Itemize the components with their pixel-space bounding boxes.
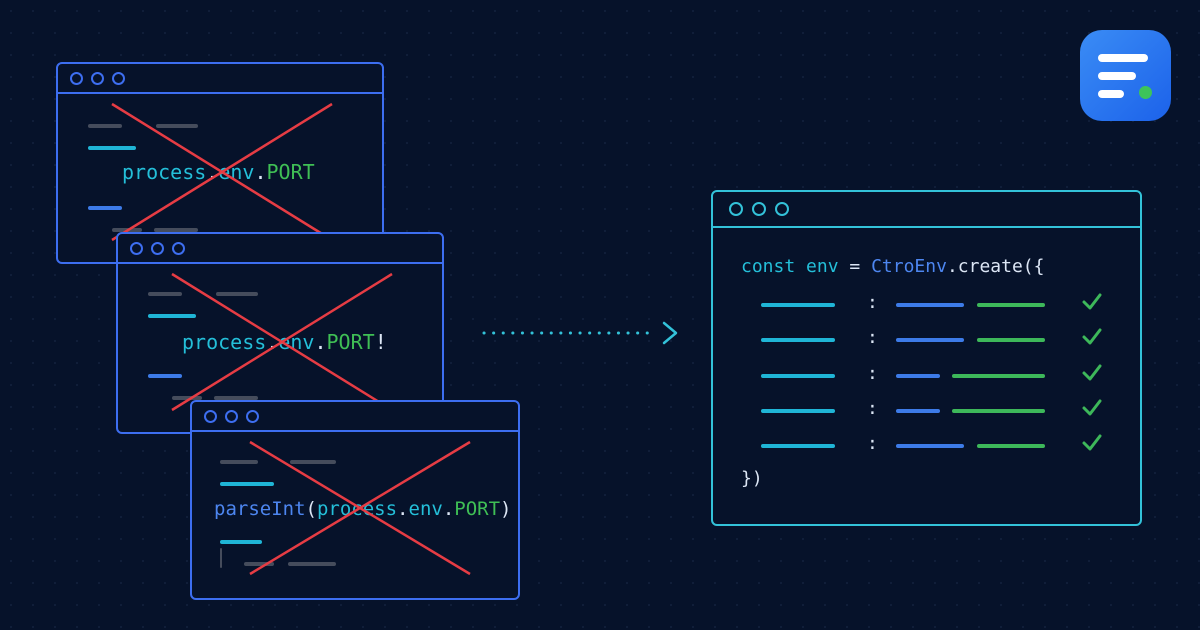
schema-key-line — [761, 303, 835, 307]
check-icon — [1082, 364, 1102, 381]
schema-separator: : — [867, 433, 878, 454]
schema-key-line — [761, 444, 835, 448]
schema-key-line — [761, 374, 835, 378]
code-window-bad-1: process.env.PORT — [56, 62, 384, 264]
placeholder-line — [220, 548, 222, 568]
check-icon — [1082, 399, 1102, 416]
placeholder-line — [290, 460, 336, 464]
window-dot-icon — [246, 409, 259, 423]
window-dot-icon — [70, 71, 83, 85]
schema-value-line — [977, 444, 1045, 448]
logo-line — [1098, 72, 1136, 80]
window-dot-icon — [151, 241, 164, 255]
code-method: .create({ — [946, 256, 1045, 277]
logo-line — [1098, 90, 1124, 98]
cross-icon — [111, 102, 333, 242]
code-dot: . — [442, 498, 455, 520]
window-dot-icon — [204, 409, 217, 423]
schema-value-line — [952, 374, 1045, 378]
code-dot: . — [206, 160, 219, 184]
check-icon — [1082, 293, 1102, 310]
code-line: process.env.PORT — [122, 160, 315, 184]
schema-type-line — [896, 444, 964, 448]
window-dot-icon — [112, 71, 125, 85]
placeholder-line — [216, 292, 258, 296]
placeholder-line — [172, 396, 202, 400]
code-variable: env — [806, 256, 839, 277]
code-window-bad-3: parseInt(process.env.PORT) — [190, 400, 520, 600]
window-titlebar — [58, 64, 382, 94]
code-line-create: const env = CtroEnv.create({ — [741, 256, 1044, 277]
schema-type-line — [896, 303, 964, 307]
code-dot: . — [314, 330, 327, 354]
placeholder-line — [220, 460, 258, 464]
schema-type-line — [896, 374, 940, 378]
code-window-result: const env = CtroEnv.create({ : : : : : }… — [711, 190, 1142, 526]
arrow-right-icon — [482, 321, 678, 345]
placeholder-line — [148, 314, 196, 318]
window-dot-icon — [172, 241, 185, 255]
placeholder-line — [244, 562, 274, 566]
placeholder-line — [88, 124, 122, 128]
window-titlebar — [713, 192, 1140, 228]
window-dot-icon — [775, 202, 789, 216]
schema-key-line — [761, 338, 835, 342]
window-titlebar — [118, 234, 442, 264]
cross-icon — [249, 440, 471, 576]
window-dot-icon — [752, 202, 766, 216]
window-titlebar — [192, 402, 518, 432]
schema-separator: : — [867, 363, 878, 384]
placeholder-line — [154, 228, 198, 232]
placeholder-line — [220, 482, 274, 486]
code-property: env — [408, 498, 443, 520]
placeholder-line — [148, 374, 182, 378]
code-line: parseInt(process.env.PORT) — [214, 498, 512, 520]
schema-value-line — [952, 409, 1045, 413]
logo-status-dot — [1139, 86, 1152, 99]
placeholder-line — [156, 124, 198, 128]
schema-separator: : — [867, 292, 878, 313]
code-key: PORT — [266, 160, 315, 184]
placeholder-line — [220, 540, 262, 544]
code-line-close: }) — [741, 468, 763, 489]
placeholder-line — [88, 206, 122, 210]
schema-key-line — [761, 409, 835, 413]
placeholder-line — [88, 146, 136, 150]
code-dot: . — [397, 498, 409, 520]
app-logo-icon — [1080, 30, 1171, 121]
code-dot: . — [254, 160, 267, 184]
code-equals: = — [849, 256, 861, 277]
cross-icon — [171, 272, 393, 412]
code-key: PORT — [454, 498, 501, 520]
code-dot: . — [266, 330, 279, 354]
code-object: process — [122, 160, 207, 184]
code-object: process — [182, 330, 267, 354]
check-icon — [1082, 328, 1102, 345]
window-dot-icon — [130, 241, 143, 255]
window-dot-icon — [91, 71, 104, 85]
schema-separator: : — [867, 327, 878, 348]
placeholder-line — [214, 396, 258, 400]
code-key: PORT — [326, 330, 375, 354]
window-dot-icon — [729, 202, 743, 216]
schema-value-line — [977, 338, 1045, 342]
schema-separator: : — [867, 398, 878, 419]
schema-type-line — [896, 409, 940, 413]
code-paren-close: ) — [500, 498, 512, 520]
code-class: CtroEnv — [871, 256, 947, 277]
placeholder-line — [288, 562, 336, 566]
code-paren-open: ( — [305, 498, 317, 520]
code-function: parseInt — [214, 498, 306, 520]
code-bang: ! — [374, 330, 387, 354]
window-dot-icon — [225, 409, 238, 423]
schema-value-line — [977, 303, 1045, 307]
placeholder-line — [148, 292, 182, 296]
schema-type-line — [896, 338, 964, 342]
logo-line — [1098, 54, 1148, 62]
check-icon — [1082, 434, 1102, 451]
code-keyword: const — [741, 256, 796, 277]
